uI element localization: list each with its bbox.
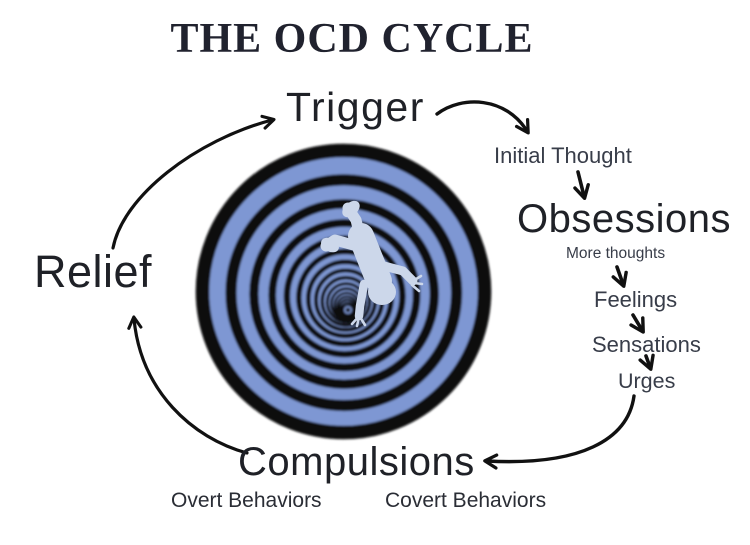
- arrow-compulsions-to-relief: [127, 315, 249, 455]
- arrow-feelings-to-sensations: [629, 313, 645, 334]
- arrow-initial-thought-to-obsessions: [573, 170, 590, 200]
- node-relief: Relief: [34, 246, 153, 297]
- node-more-thoughts: More thoughts: [566, 245, 666, 262]
- node-covert-behaviors: Covert Behaviors: [385, 489, 547, 512]
- arrow-group: [111, 100, 655, 470]
- arrow-relief-to-trigger: [111, 114, 276, 250]
- node-obsessions: Obsessions: [517, 197, 731, 241]
- node-sensations: Sensations: [592, 332, 701, 357]
- node-compulsions: Compulsions: [238, 440, 475, 484]
- node-feelings: Feelings: [594, 287, 678, 312]
- arrow-trigger-to-initial-thought: [435, 100, 530, 135]
- falling-person-icon: [320, 200, 424, 328]
- arrow-urges-to-compulsions: [483, 394, 636, 470]
- node-trigger: Trigger: [286, 84, 425, 130]
- node-initial-thought: Initial Thought: [494, 143, 632, 168]
- hypnotic-spiral-icon: [195, 143, 492, 440]
- node-overt-behaviors: Overt Behaviors: [171, 489, 322, 512]
- page-title: THE OCD CYCLE: [170, 16, 534, 62]
- node-urges: Urges: [618, 369, 676, 393]
- arrow-more-thoughts-to-feelings: [611, 265, 628, 288]
- arrow-sensations-to-urges: [638, 353, 655, 371]
